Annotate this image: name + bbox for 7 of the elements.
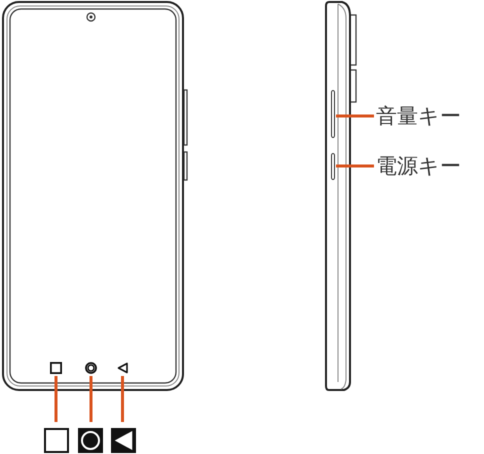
leader-line <box>336 114 374 118</box>
key-label: 音量キー <box>376 104 461 128</box>
leader-line <box>121 376 124 422</box>
leader-line <box>336 164 374 168</box>
key-label: 電源キー <box>376 154 461 178</box>
leader-line <box>90 376 92 422</box>
leader-line <box>54 376 58 422</box>
